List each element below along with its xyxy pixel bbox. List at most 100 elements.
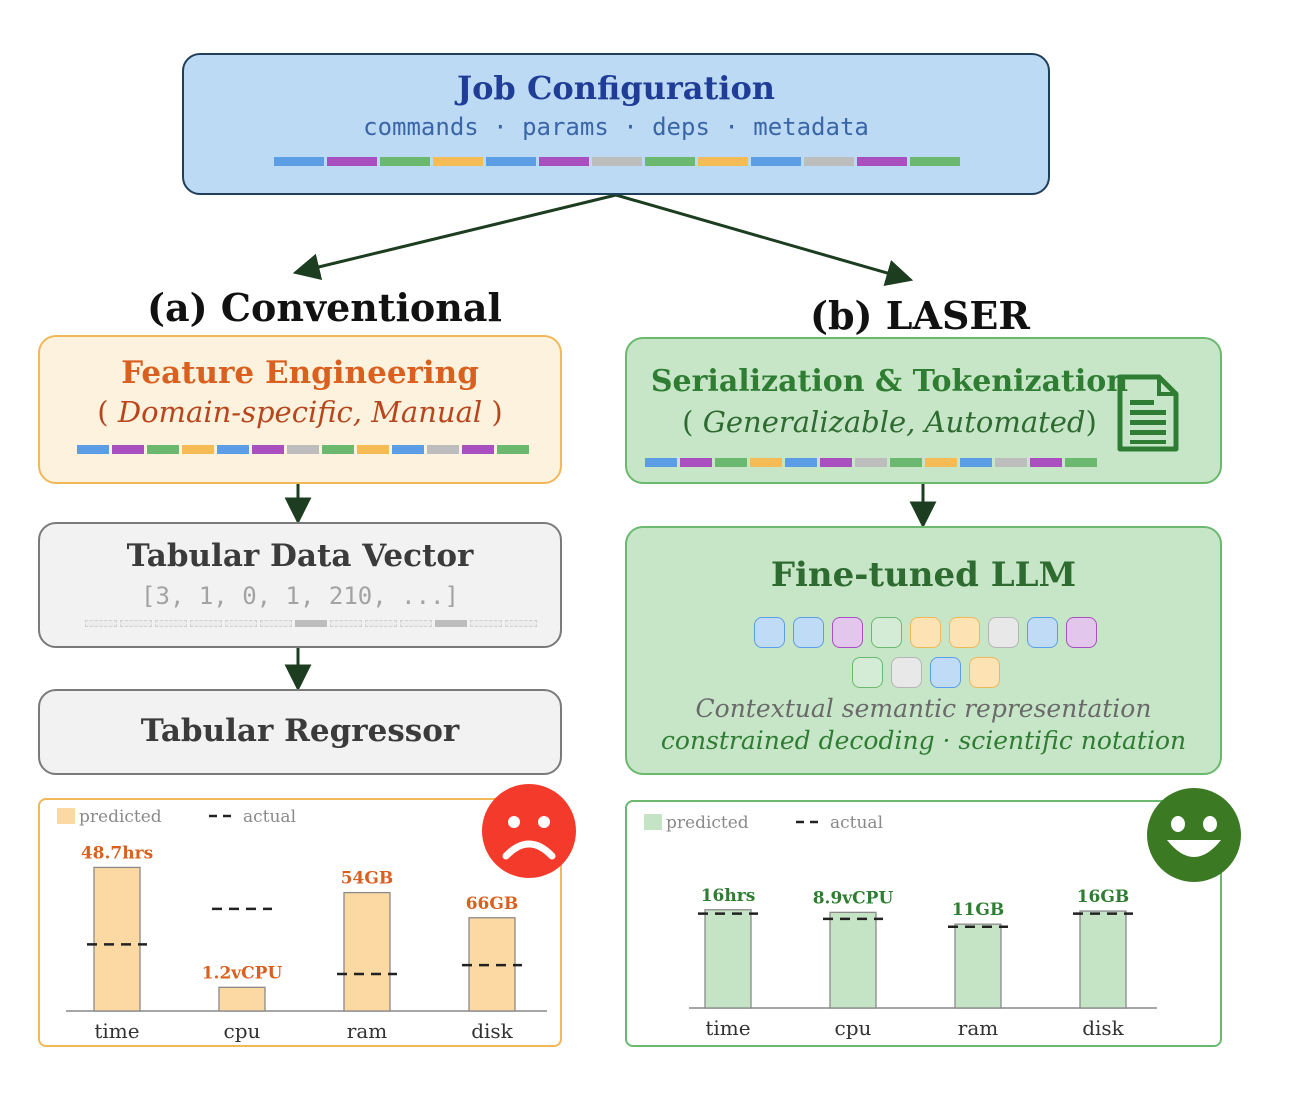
tabular-regressor-title: Tabular Regressor	[140, 713, 460, 749]
token-segment	[910, 157, 960, 166]
fine-tuned-llm-title: Fine-tuned LLM	[770, 555, 1077, 595]
llm-line-decoding: constrained decoding · scientific notati…	[660, 726, 1187, 755]
vector-segment	[295, 620, 327, 627]
token-square	[968, 657, 1000, 688]
token-segment	[857, 157, 907, 166]
token-strip-feature	[77, 445, 529, 454]
tick-label-ram: ram	[958, 1016, 998, 1040]
conventional-results-panel: predicted actual 48.7hrs time 1.2vCPU cpu 54GB…	[38, 798, 562, 1047]
token-segment	[820, 458, 852, 467]
token-segment	[182, 445, 214, 454]
token-segment	[715, 458, 747, 467]
token-segment	[785, 458, 817, 467]
data-label-disk: 66GB	[466, 894, 519, 914]
tabular-data-vector-box: Tabular Data Vector [3, 1, 0, 1, 210, ..…	[38, 522, 562, 648]
laser-heading: (b) LASER	[810, 293, 1030, 338]
data-label-time: 16hrs	[701, 886, 756, 906]
feature-engineering-box: Feature Engineering ( Domain-specific, M…	[38, 335, 562, 484]
token-segment	[252, 445, 284, 454]
sad-face-icon	[482, 784, 576, 878]
token-segment	[698, 157, 748, 166]
token-segment	[645, 157, 695, 166]
arrow-to-conventional	[292, 193, 617, 281]
legend-actual-label: actual	[830, 813, 883, 833]
bar-ram	[343, 891, 391, 1012]
data-label-time: 48.7hrs	[81, 843, 153, 863]
tick-label-time: time	[705, 1016, 750, 1040]
token-square	[988, 617, 1019, 648]
token-segment	[112, 445, 144, 454]
legend-predicted-label: predicted	[79, 807, 162, 827]
token-segment	[855, 458, 887, 467]
fine-tuned-llm-box: Fine-tuned LLM Contextual semantic repre…	[625, 526, 1222, 775]
token-segment	[217, 445, 249, 454]
token-segment	[274, 157, 324, 166]
token-square	[793, 617, 824, 648]
legend-actual-label: actual	[243, 807, 296, 827]
vector-segment	[260, 620, 292, 627]
token-strip-job	[274, 157, 960, 166]
legend-predicted-label: predicted	[666, 813, 749, 833]
token-segment	[680, 458, 712, 467]
token-square	[890, 657, 922, 688]
vector-segment	[505, 620, 537, 627]
token-segment	[392, 445, 424, 454]
data-label-cpu: 8.9vCPU	[813, 888, 894, 908]
token-square	[949, 617, 980, 648]
token-segment	[804, 157, 854, 166]
tick-label-disk: disk	[1082, 1016, 1124, 1040]
job-configuration-title: Job Configuration	[456, 69, 776, 107]
token-strip-serial	[645, 458, 1097, 467]
vector-segment	[365, 620, 397, 627]
bar-time	[704, 909, 752, 1009]
token-square	[1027, 617, 1058, 648]
document-icon	[1117, 374, 1179, 452]
data-label-cpu: 1.2vCPU	[202, 963, 283, 983]
job-configuration-subtitle: commands · params · deps · metadata	[363, 113, 869, 141]
bar-cpu	[829, 911, 877, 1009]
data-label-ram: 54GB	[341, 869, 394, 889]
token-segment	[497, 445, 529, 454]
feature-engineering-subtitle: ( Domain-specific, Manual )	[97, 395, 503, 429]
token-grid	[627, 528, 1224, 777]
tick-label-cpu: cpu	[835, 1016, 872, 1040]
token-square	[1066, 617, 1097, 648]
tick-label-disk: disk	[471, 1019, 513, 1043]
token-segment	[486, 157, 536, 166]
llm-line-contextual: Contextual semantic representation	[695, 694, 1152, 723]
bar-cpu	[218, 986, 266, 1012]
tick-label-time: time	[94, 1019, 139, 1043]
legend-predicted-swatch	[57, 808, 75, 824]
tick-label-ram: ram	[347, 1019, 387, 1043]
vector-segment	[190, 620, 222, 627]
vector-segment	[225, 620, 257, 627]
token-segment	[645, 458, 677, 467]
serialization-title: Serialization & Tokenization	[650, 364, 1129, 399]
conventional-heading: (a) Conventional	[147, 285, 502, 330]
vector-segment	[155, 620, 187, 627]
vector-segment	[330, 620, 362, 627]
vector-segment	[400, 620, 432, 627]
token-segment	[751, 157, 801, 166]
bar-disk	[1079, 910, 1127, 1009]
token-square	[871, 617, 902, 648]
token-segment	[287, 445, 319, 454]
tick-label-cpu: cpu	[224, 1019, 261, 1043]
vector-strip	[85, 620, 537, 627]
token-segment	[1065, 458, 1097, 467]
token-segment	[327, 157, 377, 166]
tabular-data-vector-title: Tabular Data Vector	[126, 538, 474, 574]
data-label-disk: 16GB	[1077, 887, 1130, 907]
token-segment	[427, 445, 459, 454]
bar-ram	[954, 923, 1002, 1009]
feature-engineering-title: Feature Engineering	[121, 355, 479, 391]
happy-face-icon	[1147, 788, 1241, 882]
token-segment	[147, 445, 179, 454]
job-configuration-box: Job Configuration commands · params · de…	[182, 53, 1050, 195]
token-segment	[960, 458, 992, 467]
token-segment	[77, 445, 109, 454]
token-square	[910, 617, 941, 648]
legend-predicted-swatch	[644, 814, 662, 830]
